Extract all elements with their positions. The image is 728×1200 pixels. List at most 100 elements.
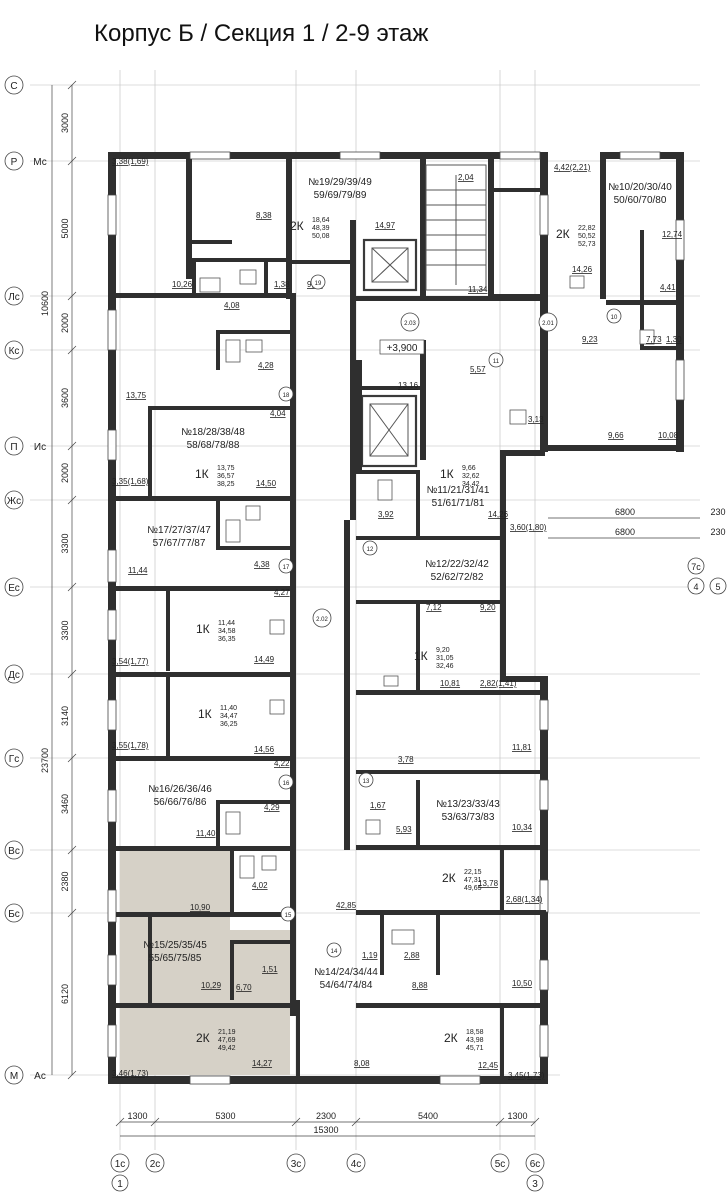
axis-bottom-marker: 3с [286, 1153, 306, 1173]
dim-right-value: 6800 [615, 527, 635, 537]
room-area: 14,56 [254, 745, 275, 754]
dim-left-value: 3460 [60, 794, 70, 814]
dim-right-small: 230 [710, 507, 725, 517]
dim-bottom-value: 5300 [215, 1111, 235, 1121]
room-area: 4,29 [264, 803, 280, 812]
apartment-type: 2К [444, 1031, 458, 1045]
door-tag-label: 11 [493, 359, 500, 365]
room-area: 4,28 [258, 361, 274, 370]
room-area: 9,23 [582, 335, 598, 344]
dimension-lines: 3000500020003600200033003300314034602380… [40, 80, 726, 1137]
stairwell [425, 164, 487, 291]
apartment-area-living: 21,19 [218, 1029, 236, 1036]
room-area: 3,46(1,73) [112, 1069, 149, 1078]
apartment-area-total: 36,57 [217, 473, 235, 480]
door-tag: 10 [606, 308, 622, 324]
room-area: 1,19 [362, 951, 378, 960]
apartment-number-line2: 52/62/72/82 [431, 572, 484, 583]
apartment-area-total: 31,05 [436, 655, 454, 662]
dim-right-value: 6800 [615, 507, 635, 517]
axis-left-label: П [10, 442, 17, 453]
corridor-tag: 2.01 [538, 312, 558, 332]
dim-bottom-value: 2300 [316, 1111, 336, 1121]
apartment-number: №18/28/38/48 [181, 427, 245, 438]
apartment-area-total: 47,69 [218, 1037, 236, 1044]
room-area: 4,04 [270, 409, 286, 418]
axis-left-label: С [10, 81, 17, 92]
door-tag-label: 18 [283, 393, 290, 399]
axis-left-label: Ес [8, 583, 20, 594]
room-area: 9,20 [480, 603, 496, 612]
axis-left-marker: Лс [4, 286, 24, 306]
apartment-area-living: 11,40 [220, 705, 237, 712]
room-area: 7,73 [646, 335, 662, 344]
apartment-area-total: 47,31 [464, 877, 482, 884]
room-area: 8,38 [256, 211, 272, 220]
corridor-tag-label: 2.03 [404, 321, 416, 327]
door-tag-label: 19 [315, 281, 322, 287]
level-marker: +3,900 [379, 339, 425, 355]
axis-bottom-label: 2с [150, 1159, 161, 1170]
apartment-area-total: 48,39 [312, 225, 330, 232]
apartment-area-total: 34,47 [220, 713, 238, 720]
room-area: 14,26 [572, 265, 593, 274]
level-value: +3,900 [387, 343, 418, 354]
windows [107, 151, 685, 1085]
axis-bottom-label: 5с [495, 1159, 506, 1170]
room-area: 8,08 [354, 1059, 370, 1068]
door-tag-label: 10 [611, 315, 618, 321]
room-area: 1,30 [666, 335, 682, 344]
door-tag: 12 [362, 540, 378, 556]
apartment-number-line2: 50/60/70/80 [614, 195, 667, 206]
axis-left-marker: Ес [4, 577, 24, 597]
axis-left-sublabel: Ас [34, 1071, 46, 1082]
axis-bottom-sublabel: 1 [117, 1179, 123, 1190]
apartment-number-line2: 53/63/73/83 [442, 812, 495, 823]
axis-left-marker: Жс [4, 490, 24, 510]
room-area: 7,12 [426, 603, 442, 612]
apartment-number: №16/26/36/46 [148, 784, 212, 795]
apartment-area-total: 32,62 [462, 473, 480, 480]
apartment-area-full: 52,73 [578, 241, 596, 248]
door-tag-label: 14 [331, 949, 338, 955]
dim-left-value: 2000 [60, 313, 70, 333]
room-area: 8,88 [412, 981, 428, 990]
axis-bottom-label: 1с [115, 1159, 126, 1170]
apartment-type: 2К [290, 219, 304, 233]
room-area: 2,82(1,41) [480, 679, 517, 688]
door-tag: 19 [310, 274, 326, 290]
apartment-area-total: 43,98 [466, 1037, 484, 1044]
corridor-shafts [344, 360, 362, 850]
room-area: 4,38 [254, 560, 270, 569]
axis-bottom-label: 4с [351, 1159, 362, 1170]
apartment-area-total: 34,58 [218, 628, 236, 635]
axis-bottom-marker: 5с [490, 1153, 510, 1173]
axis-left-marker: Гс [4, 748, 24, 768]
axis-bottom-marker: 4с [346, 1153, 366, 1173]
apartment-number: №12/22/32/42 [425, 559, 489, 570]
axis-left-label: Кс [9, 346, 20, 357]
door-tag-label: 12 [367, 547, 374, 553]
apartment-type: 1К [195, 467, 209, 481]
door-tag: 11 [488, 352, 504, 368]
highlighted-apartment[interactable] [120, 850, 290, 1075]
door-tag: 14 [326, 942, 342, 958]
door-tag: 16 [278, 774, 294, 790]
room-area: 10,34 [512, 823, 533, 832]
apartment-type: 2К [442, 871, 456, 885]
room-area: 10,08 [658, 431, 679, 440]
door-tag: 13 [358, 772, 374, 788]
apartment-area-full: 34,42 [462, 481, 480, 488]
room-area: 1,51 [262, 965, 278, 974]
apartment-number-line2: 54/64/74/84 [320, 980, 373, 991]
axis-left-label: Р [11, 157, 18, 168]
